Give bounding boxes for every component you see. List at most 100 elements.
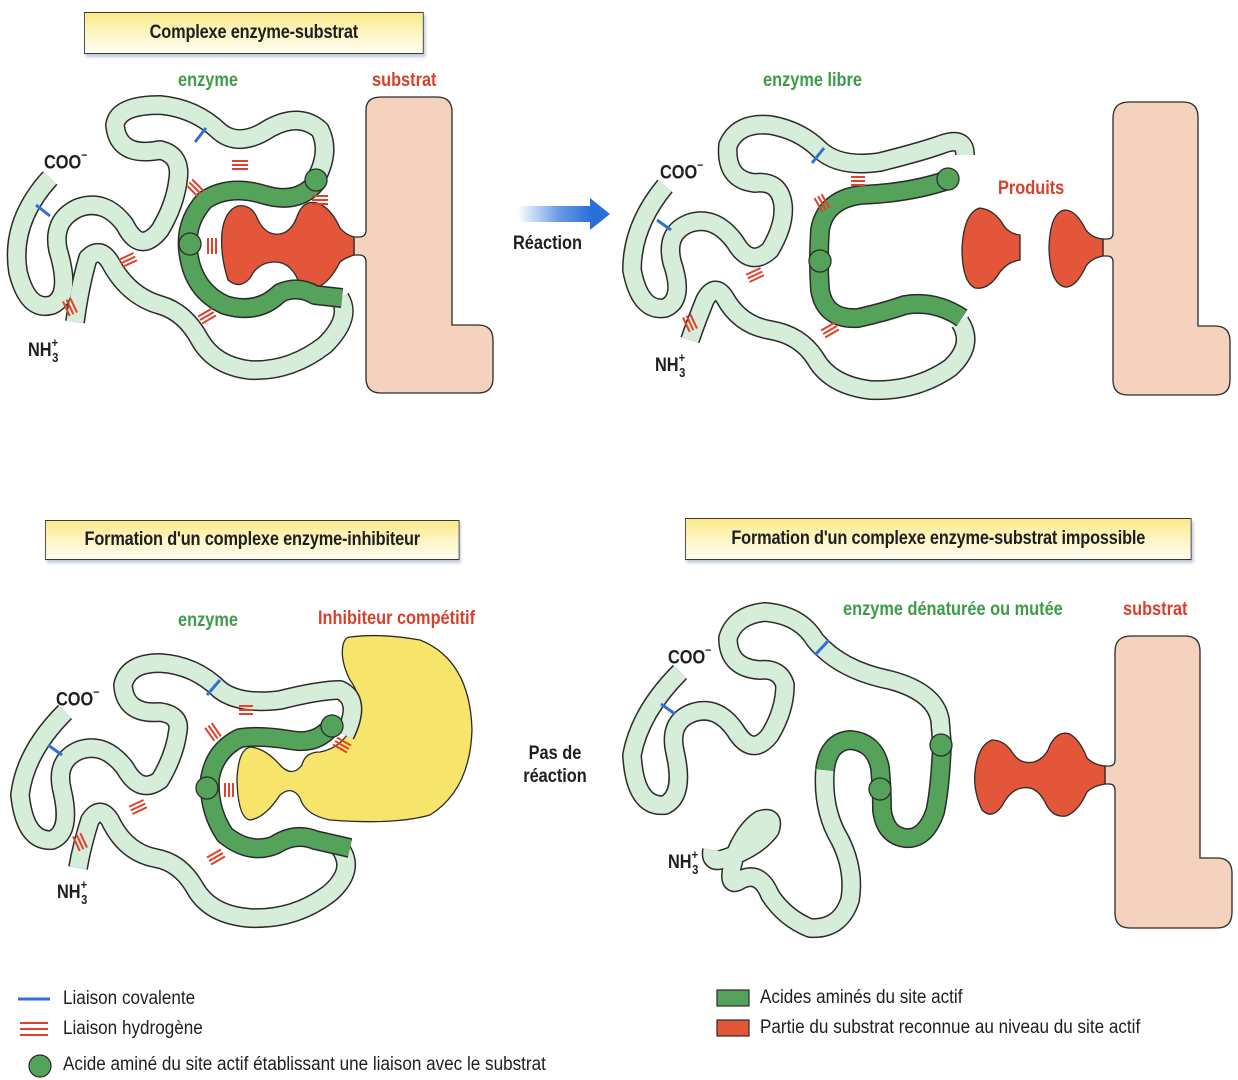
denatured-enzyme-label: enzyme dénaturée ou mutée — [843, 599, 1063, 620]
coo-text: COO — [44, 152, 82, 174]
active-amino-acid-icon — [868, 777, 892, 801]
panel-title-impossible-text: Formation d'un complexe enzyme-substrat … — [731, 528, 1146, 549]
hydrogen-bond-icon — [682, 313, 698, 333]
enzyme-chain — [6, 95, 354, 381]
substrate-recognized-part — [220, 201, 355, 289]
coo-charge: − — [81, 148, 88, 162]
active-amino-acid-icon — [929, 733, 953, 757]
no-reaction-line2: réaction — [523, 766, 587, 787]
nh3-terminus-label: NH+3 — [668, 847, 698, 877]
legend-recognized-icon — [716, 1019, 750, 1037]
hydrogen-bond-icon — [332, 736, 352, 754]
coo-text: COO — [56, 689, 94, 711]
nh-charge: + — [678, 350, 686, 365]
hydrogen-bond-icon — [185, 178, 205, 198]
no-reaction-line1: Pas de — [528, 743, 582, 764]
legend-active-site-icon — [716, 989, 750, 1007]
hydrogen-bond-icon — [312, 195, 328, 205]
covalent-bond-icon — [205, 679, 222, 696]
active-site-chain — [809, 170, 968, 329]
substrate-body — [1102, 101, 1231, 396]
coo-charge: − — [697, 158, 704, 172]
nh-sub: 3 — [81, 892, 88, 907]
coo-terminus-label: COO− — [660, 158, 704, 184]
panel-title-complex: Complexe enzyme-substrat — [84, 12, 424, 54]
hydrogen-bond-icon — [232, 160, 248, 170]
legend-amino-acid-label: Acide aminé du site actif établissant un… — [63, 1054, 546, 1075]
covalent-bond-icon — [813, 638, 831, 657]
nh-text: NH — [28, 340, 52, 361]
legend-hydrogen-label: Liaison hydrogène — [63, 1018, 203, 1039]
legend-icons — [18, 989, 750, 1078]
nh-sub: 3 — [52, 350, 59, 365]
hydrogen-bond-icon — [72, 832, 88, 852]
panel-impossible — [622, 602, 1233, 939]
covalent-bond-icon — [47, 743, 63, 757]
hydrogen-bond-icon — [206, 848, 226, 866]
nh-charge: + — [691, 847, 699, 862]
legend-active-site-label: Acides aminés du site actif — [760, 987, 963, 1008]
active-amino-acid-icon — [195, 776, 219, 800]
panel-title-inhibitor-text: Formation d'un complexe enzyme-inhibiteu… — [84, 529, 421, 550]
hydrogen-bond-icon — [820, 321, 840, 339]
panel-complex — [6, 95, 494, 394]
covalent-bond-icon — [193, 127, 208, 143]
panel-inhibitor — [10, 634, 473, 929]
covalent-bond-icon — [656, 218, 672, 232]
panel-products — [622, 101, 1231, 401]
substrate-label: substrat — [372, 70, 437, 91]
reaction-arrow-icon — [518, 198, 610, 230]
legend-recognized-label: Partie du substrat reconnue au niveau du… — [760, 1017, 1141, 1038]
hydrogen-bond-icon — [813, 193, 831, 213]
hydrogen-bond-icon — [239, 705, 253, 715]
nh-charge: + — [80, 877, 88, 892]
enzyme-label: enzyme — [178, 70, 238, 91]
substrate-body — [353, 96, 494, 394]
product-fragment-attached — [1048, 209, 1104, 288]
hydrogen-bond-icon — [224, 783, 234, 797]
coo-text: COO — [668, 647, 706, 669]
coo-charge: − — [93, 685, 100, 699]
enzyme-label: enzyme — [178, 610, 238, 631]
panel-title-impossible: Formation d'un complexe enzyme-substrat … — [685, 518, 1192, 560]
legend-amino-acid-icon — [28, 1054, 52, 1078]
hydrogen-bond-icon — [118, 252, 138, 268]
nh-text: NH — [668, 852, 692, 873]
hydrogen-bond-icon — [204, 722, 222, 742]
coo-terminus-label: COO− — [44, 148, 88, 174]
nh3-terminus-label: NH+3 — [57, 877, 88, 907]
coo-charge: − — [705, 643, 712, 657]
hydrogen-bond-icon — [197, 307, 217, 325]
coo-terminus-label: COO− — [56, 685, 100, 711]
hydrogen-bond-icon — [745, 267, 765, 283]
nh3-terminus-label: NH+3 — [655, 350, 685, 380]
substrate-recognized-part — [974, 732, 1106, 817]
nh3-terminus-label: NH+3 — [28, 335, 59, 365]
panel-title-inhibitor: Formation d'un complexe enzyme-inhibiteu… — [45, 520, 460, 560]
covalent-bond-icon — [810, 147, 826, 164]
product-fragment-released — [961, 207, 1021, 289]
enzyme-libre-label: enzyme libre — [763, 70, 862, 91]
no-reaction-label: Pas de réaction — [512, 742, 598, 788]
hydrogen-bond-icon — [62, 297, 78, 317]
nh-charge: + — [51, 335, 59, 350]
hydrogen-bond-icon — [851, 176, 865, 186]
nh-text: NH — [57, 882, 81, 903]
nh-text: NH — [655, 355, 679, 376]
active-amino-acid-icon — [304, 168, 328, 192]
legend-hydrogen-icon — [20, 1022, 48, 1036]
active-site-chain — [815, 730, 952, 849]
hydrogen-bond-icon — [207, 238, 217, 254]
substrate-label: substrat — [1123, 599, 1188, 620]
reaction-label: Réaction — [513, 233, 583, 254]
enzyme-chain — [622, 602, 952, 939]
covalent-bond-icon — [35, 203, 51, 218]
enzyme-chain — [10, 653, 363, 929]
inhibitor-label: Inhibiteur compétitif — [318, 608, 476, 629]
substrate-body — [1104, 635, 1233, 929]
products-label: Produits — [998, 178, 1065, 199]
active-amino-acid-icon — [808, 249, 832, 273]
coo-text: COO — [660, 162, 698, 184]
active-amino-acid-icon — [320, 714, 344, 738]
